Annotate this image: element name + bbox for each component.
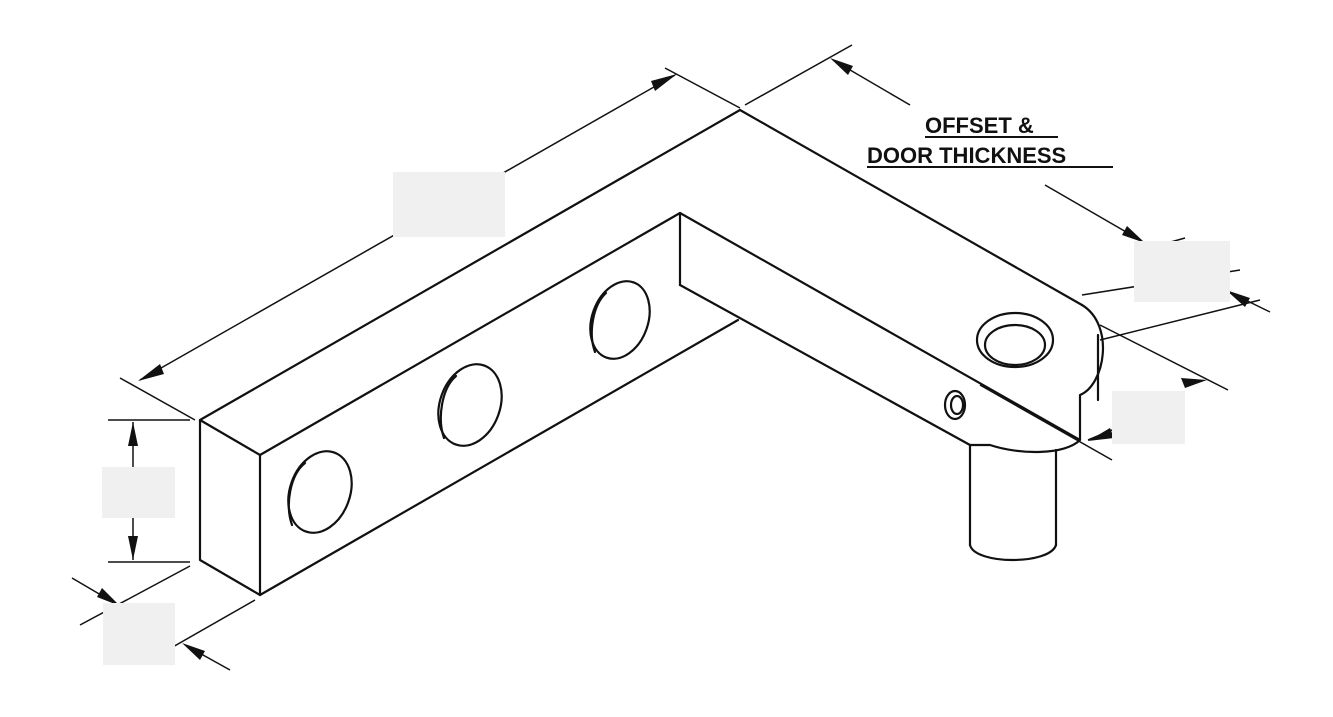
short-arm-rounded-end [968, 303, 1104, 453]
set-screw-hole-inner [949, 394, 965, 416]
offset-label-line2: DOOR THICKNESS [867, 143, 1066, 168]
arm-bottom-edge [258, 318, 740, 597]
arm-end-face [198, 418, 262, 597]
pivot-width-value-box [1134, 241, 1230, 302]
pivot-offset-value-box [1112, 391, 1185, 444]
length-dimension [119, 67, 741, 421]
length-value-box [393, 172, 505, 237]
offset-label: OFFSET & DOOR THICKNESS [867, 113, 1113, 168]
pivot-pin [968, 443, 1058, 561]
pivot-offset-lower-dimension [979, 324, 1229, 461]
set-screw-hole-outer [943, 389, 967, 421]
mounting-hole-2 [437, 363, 503, 447]
mounting-hole-3 [589, 280, 651, 360]
height-value-box [102, 467, 175, 518]
pivot-hole-outer [975, 311, 1055, 369]
pivot-hole-inner [983, 323, 1047, 367]
offset-label-line1: OFFSET & [925, 113, 1034, 138]
offset-dimension [744, 44, 1145, 243]
pivot-arm-part [198, 108, 1104, 597]
thickness-value-box [103, 603, 175, 665]
mounting-hole-1 [287, 450, 353, 534]
